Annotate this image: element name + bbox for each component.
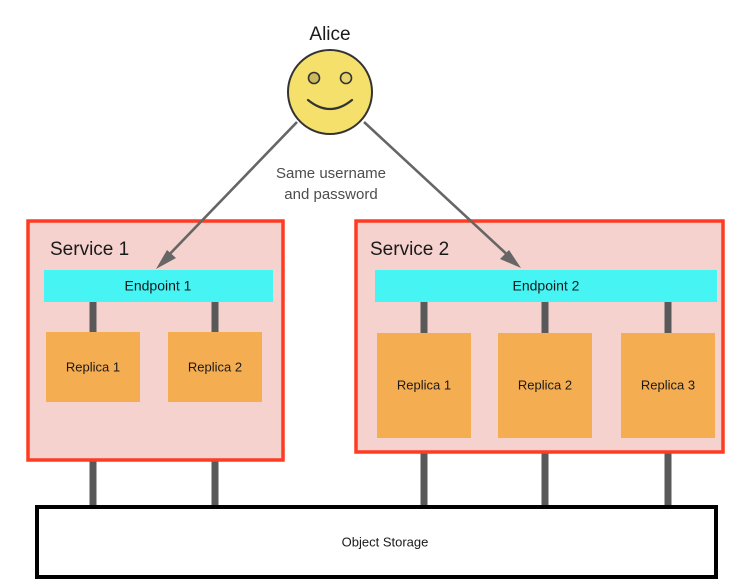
service-2-replica-1-label: Replica 1 [397, 377, 451, 392]
service-1-replica-1-box[interactable] [46, 332, 140, 402]
service-2-replica-1-box[interactable] [377, 333, 471, 438]
edge-label-group: Same username and password [276, 165, 386, 203]
smiley-head [287, 49, 373, 135]
object-storage-label: Object Storage [342, 534, 429, 549]
service-2-replica-2-box[interactable] [498, 333, 592, 438]
arrow-alice-to-endpoint-1 [156, 121, 298, 269]
smiley-eye-left [307, 71, 321, 85]
endpoint-1-label: Endpoint 1 [125, 278, 192, 294]
smiley-mouth [306, 98, 354, 111]
arrow-left-head [156, 250, 176, 269]
actor-name-label: Alice [309, 24, 350, 45]
arrow-right-shaft [363, 121, 514, 261]
smiley-eye-right [339, 71, 353, 85]
service-1-replica-2-box[interactable] [168, 332, 262, 402]
service-2-group[interactable]: Service 2 Endpoint 2 Replica 1 Replica 2… [354, 219, 725, 454]
object-storage-group[interactable]: Object Storage [35, 505, 718, 579]
service-2-replica-3-label: Replica 3 [641, 377, 695, 392]
actor-alice-group[interactable]: Alice [287, 24, 373, 135]
arrow-right-head [500, 250, 521, 268]
service-1-replica-1-label: Replica 1 [66, 359, 120, 374]
edge-label-line-2: and password [284, 186, 377, 203]
endpoint-2-box[interactable] [375, 270, 717, 302]
service-1-title: Service 1 [50, 239, 129, 260]
edge-label-line-1: Same username [276, 165, 386, 182]
service-2-replica-3-box[interactable] [621, 333, 715, 438]
endpoint-2-label: Endpoint 2 [513, 278, 580, 294]
endpoint-1-box[interactable] [44, 270, 273, 302]
smiley-face-icon [287, 49, 373, 135]
service-1-group[interactable]: Service 1 Endpoint 1 Replica 1 Replica 2 [26, 219, 285, 462]
service-2-title: Service 2 [370, 239, 449, 260]
arrow-left-shaft [163, 121, 298, 261]
service-1-replica-2-label: Replica 2 [188, 359, 242, 374]
object-storage-box[interactable] [35, 505, 718, 579]
service-2-replica-2-label: Replica 2 [518, 377, 572, 392]
arrow-alice-to-endpoint-2 [363, 121, 521, 268]
